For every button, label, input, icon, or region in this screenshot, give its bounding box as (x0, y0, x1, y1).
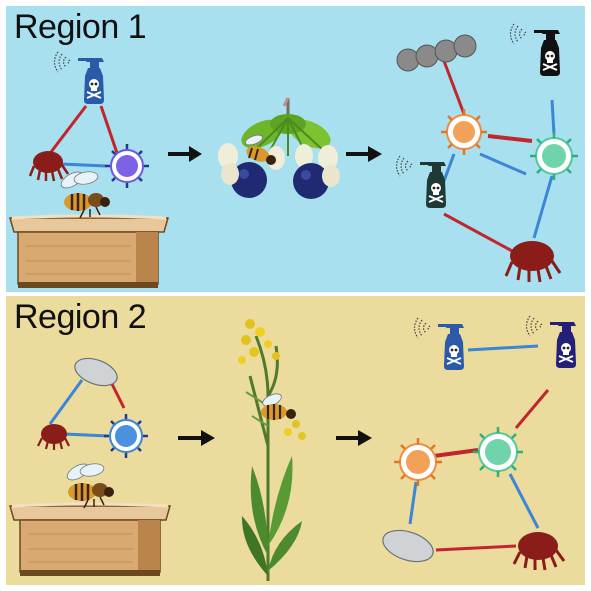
virus-icon (441, 109, 487, 155)
pesticide-icon (53, 51, 104, 104)
region-1-diagram (9, 23, 578, 288)
pesticide-icon (509, 23, 560, 76)
link-fungus-mite (48, 379, 84, 425)
link-green-mite (508, 473, 540, 529)
honeybee-icon (60, 171, 110, 219)
link-pesticide-orange (442, 153, 456, 182)
right-arrow-icon (178, 430, 215, 446)
region-1-panel: Region 1 (6, 6, 585, 292)
varroa-mite-icon (512, 532, 566, 571)
virus-icon (104, 414, 148, 458)
virus-icon (105, 144, 149, 188)
link-pesticide-virus (99, 105, 120, 157)
region-2-diagram (9, 315, 576, 581)
pesticide-icon (413, 317, 464, 370)
link-orange-green (487, 134, 533, 143)
region-1-title: Region 1 (14, 8, 147, 46)
blueberry-flower-icon (218, 97, 340, 199)
fungal-spore-icon (74, 357, 118, 387)
virus-icon (530, 132, 578, 180)
region-2-title: Region 2 (14, 298, 147, 336)
link-fungus-virus (108, 379, 126, 409)
link-pesticide-mite (46, 105, 88, 157)
link-green-mite (532, 175, 554, 239)
beehive-box-icon (9, 214, 169, 288)
virus-icon (473, 427, 523, 477)
link-pesticide-green (514, 389, 550, 429)
beehive-box-icon (9, 502, 171, 576)
virus-icon (394, 438, 442, 486)
pesticide-icon (525, 315, 576, 368)
link-orange-green (433, 448, 479, 458)
fungal-spore-icon (396, 34, 477, 72)
link-mite-virus (60, 162, 107, 168)
link-fungus-virus-orange (442, 60, 466, 115)
right-arrow-icon (168, 146, 202, 162)
region-2-panel: Region 2 (6, 296, 585, 585)
link-pesticide-virus-green (550, 99, 556, 135)
link-pesticide-mite (443, 212, 515, 254)
honeybee-icon (245, 134, 276, 165)
varroa-mite-icon (28, 151, 70, 182)
link-orange-fungus (408, 481, 418, 525)
canola-plant-icon (238, 319, 306, 581)
right-arrow-icon (346, 146, 382, 162)
honeybee-icon (261, 393, 296, 420)
fungal-spore-icon (382, 529, 434, 563)
varroa-mite-icon (37, 424, 70, 450)
honeybee-icon (66, 463, 114, 509)
link-orange-green-blue (479, 152, 527, 176)
link-mite-virus (63, 432, 109, 438)
pesticide-icon (395, 155, 446, 208)
varroa-mite-icon (504, 241, 562, 283)
link-fungus-mite (435, 544, 517, 552)
link-pesticide-pesticide (467, 344, 539, 352)
right-arrow-icon (336, 430, 372, 446)
